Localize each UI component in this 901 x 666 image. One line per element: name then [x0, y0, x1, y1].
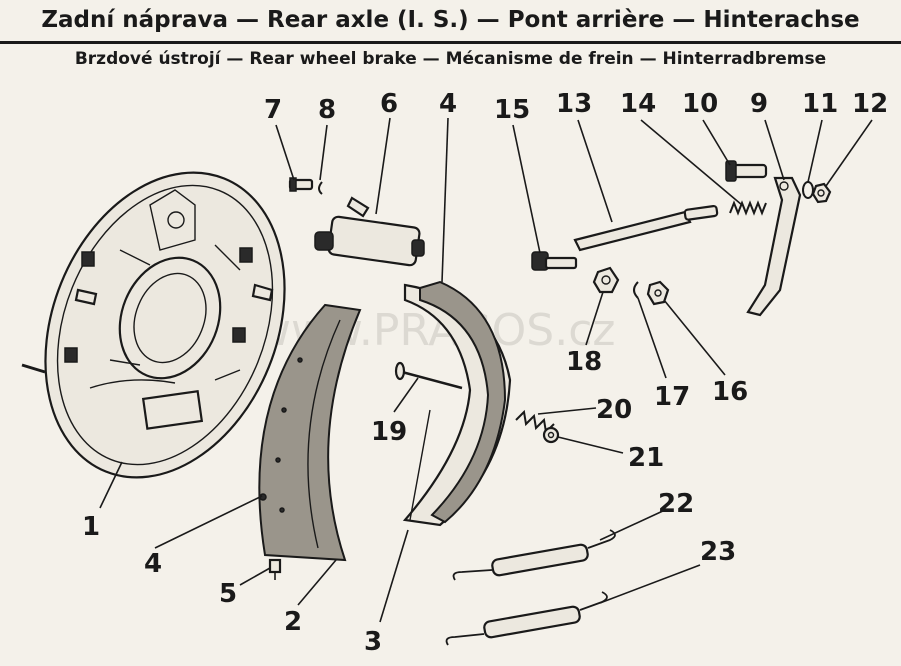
adjuster-15: [531, 251, 578, 271]
callout-12: 12: [852, 89, 888, 119]
callout-5: 5: [219, 579, 237, 609]
callout-1: 1: [82, 512, 100, 542]
nut-18: [592, 266, 620, 294]
wheel-cylinder-6: [314, 196, 425, 267]
callout-11: 11: [802, 89, 838, 119]
backing-plate: [21, 171, 286, 479]
bolt-5: [268, 558, 282, 580]
callout-15: 15: [494, 95, 530, 125]
callout-4-left: 4: [144, 549, 162, 579]
callout-21: 21: [628, 443, 664, 473]
cup-21: [542, 426, 560, 444]
callout-3: 3: [364, 627, 382, 657]
spring-14: [729, 200, 767, 216]
page-subtitle: Brzdové ústrojí — Rear wheel brake — Méc…: [74, 49, 827, 69]
page-title: Zadní náprava — Rear axle (I. S.) — Pont…: [0, 0, 901, 44]
callout-17: 17: [654, 382, 690, 412]
callout-16: 16: [712, 377, 748, 407]
callout-7: 7: [264, 95, 282, 125]
washer-17: [633, 281, 639, 299]
nut-12: [811, 182, 832, 204]
nut-16: [646, 280, 670, 306]
lever-9: [746, 176, 802, 317]
callout-14: 14: [620, 89, 656, 119]
rod-13: [573, 204, 719, 252]
callout-10: 10: [682, 89, 718, 119]
brake-shoe-2: [258, 303, 362, 562]
washer-8: [318, 181, 323, 195]
callout-20: 20: [596, 395, 632, 425]
callout-numbers: 1 2 3 4 4 5 6 7 8 9 10 11 12 13 14 15 16…: [82, 89, 888, 657]
bolt-7: [288, 177, 314, 192]
leader-lines: [99, 117, 873, 623]
callout-19: 19: [371, 417, 407, 447]
callout-9: 9: [750, 89, 768, 119]
bolt-10: [725, 160, 768, 182]
callout-8: 8: [318, 95, 336, 125]
callout-4-top: 4: [439, 89, 457, 119]
callout-13: 13: [556, 89, 592, 119]
return-spring-22: [452, 529, 616, 581]
callout-23: 23: [700, 537, 736, 567]
callout-2: 2: [284, 607, 302, 637]
callout-6: 6: [380, 89, 398, 119]
brake-shoe-3: [402, 280, 512, 527]
pin-19: [394, 361, 463, 390]
return-spring-23: [445, 591, 608, 646]
callout-18: 18: [566, 347, 602, 377]
washer-11: [802, 181, 814, 199]
callout-22: 22: [658, 489, 694, 519]
